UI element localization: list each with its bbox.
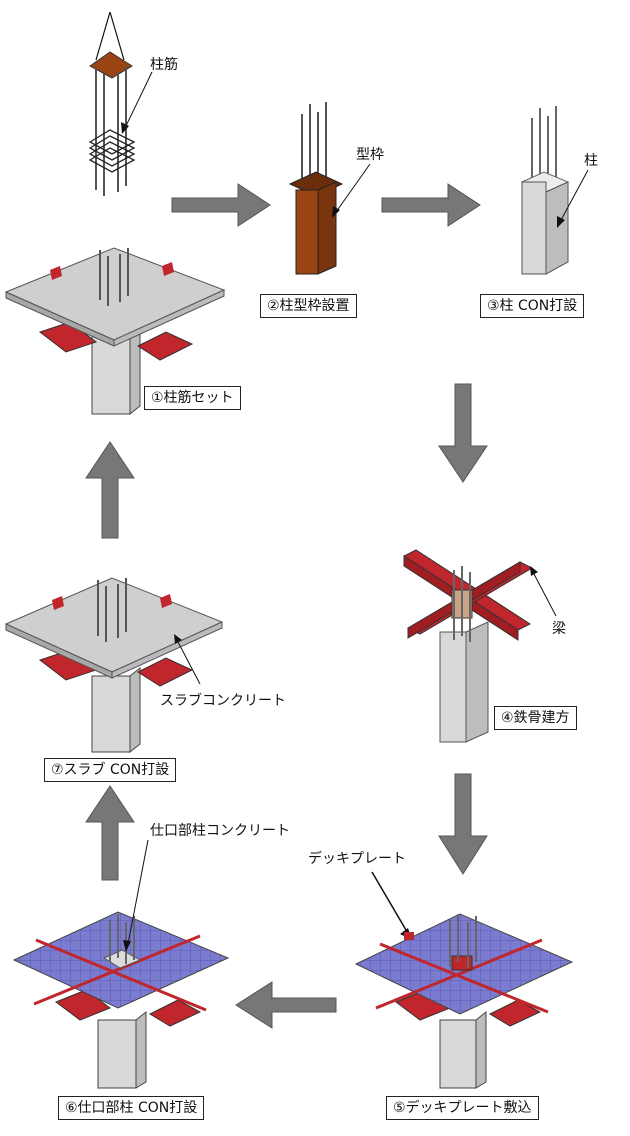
label-beam: 梁 xyxy=(552,621,566,637)
label-rebar: 柱筋 xyxy=(150,57,178,73)
label-deck-plate: デッキプレート xyxy=(308,851,406,867)
label-formwork: 型枠 xyxy=(356,147,384,163)
step1-slab-illustration xyxy=(4,247,226,416)
step-6-label: ⑥仕口部柱 CON打設 xyxy=(58,1096,205,1120)
steel-beam-illustration xyxy=(402,549,557,743)
flow-arrow-1-2 xyxy=(171,183,271,227)
flow-arrow-2-3 xyxy=(381,183,481,227)
label-joint-concrete: 仕口部柱コンクリート xyxy=(150,823,290,839)
step-4-label: ④鉄骨建方 xyxy=(494,706,577,730)
flow-arrow-3-4 xyxy=(438,383,488,483)
column-illustration xyxy=(520,106,589,275)
rebar-cage-illustration xyxy=(88,11,153,196)
flow-arrow-4-5 xyxy=(438,773,488,875)
flow-arrow-5-6 xyxy=(235,981,337,1029)
step-5-label: ⑤デッキプレート敷込 xyxy=(386,1096,539,1120)
step6-deck-illustration xyxy=(12,839,230,1089)
flow-arrow-6-7 xyxy=(85,785,135,881)
step-3-label: ③柱 CON打設 xyxy=(480,294,585,318)
step-2-label: ②柱型枠設置 xyxy=(260,294,357,318)
step-1-label: ①柱筋セット xyxy=(144,386,241,410)
label-column: 柱 xyxy=(584,153,598,169)
step5-deck-illustration xyxy=(354,871,574,1089)
formwork-illustration xyxy=(288,102,371,275)
label-slab-concrete: スラブコンクリート xyxy=(160,693,286,709)
flow-arrow-7-1 xyxy=(85,441,135,539)
step7-slab-illustration xyxy=(4,577,224,754)
step-7-label: ⑦スラブ CON打設 xyxy=(44,758,177,782)
